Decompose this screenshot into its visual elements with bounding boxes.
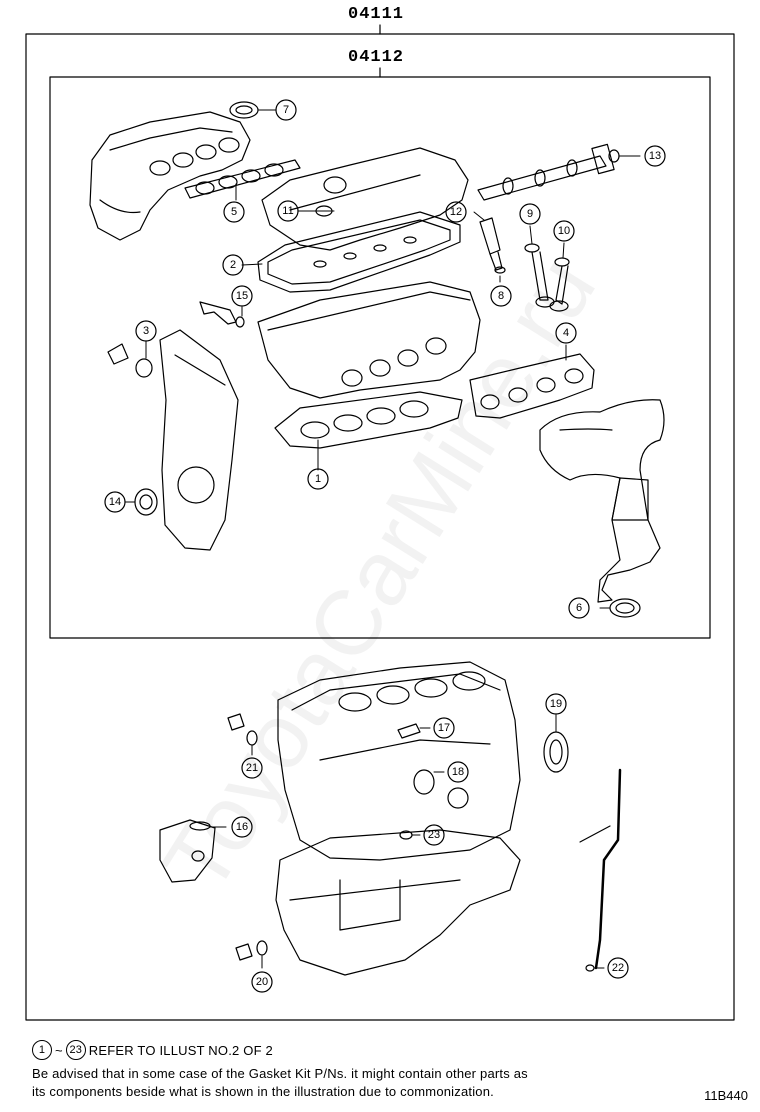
- callout-23: 23: [423, 824, 445, 846]
- range-end-callout: 23: [65, 1040, 86, 1060]
- exhaust-pipe-gasket: [609, 598, 641, 618]
- callout-12-label: 12: [450, 206, 462, 218]
- callout-15: 15: [231, 285, 253, 307]
- callout-7: 7: [275, 99, 297, 121]
- intake-manifold-gasket: [184, 159, 301, 199]
- cylinder-block: [277, 661, 521, 861]
- refer-text: REFER TO ILLUST NO.2 OF 2: [88, 1042, 273, 1058]
- head-cover-gasket: [257, 211, 461, 293]
- exhaust-manifold-gasket: [469, 353, 595, 419]
- cylinder-head: [257, 281, 481, 399]
- callout-11-label: 11: [282, 205, 293, 217]
- callout-23-label: 23: [428, 829, 440, 841]
- callout-2-label: 2: [230, 259, 236, 271]
- rear-crankshaft-seal: [543, 731, 569, 773]
- callout-18: 18: [447, 761, 469, 783]
- injector: [479, 217, 506, 274]
- callout-20-label: 20: [256, 976, 268, 988]
- callout-14: 14: [104, 491, 126, 513]
- callout-5-label: 5: [231, 206, 237, 218]
- timing-chain-cover: [159, 329, 239, 551]
- camshaft: [477, 143, 615, 201]
- advisory-line-1: Be advised that in some case of the Gask…: [32, 1066, 528, 1081]
- range-tilde: ~: [55, 1042, 63, 1058]
- drain-plug: [227, 713, 258, 746]
- callout-3: 3: [135, 320, 157, 342]
- callout-22-label: 22: [612, 962, 624, 974]
- oil-pan: [275, 829, 521, 976]
- front-crankshaft-seal: [134, 488, 158, 516]
- callout-18-label: 18: [452, 766, 464, 778]
- callout-17: 17: [433, 717, 455, 739]
- exhaust-valve: [549, 257, 570, 312]
- cylinder-head-cover: [261, 147, 469, 251]
- drain-plug-gasket: [235, 940, 268, 961]
- leader-lines: [124, 109, 641, 969]
- callout-19: 19: [545, 693, 567, 715]
- callout-10-label: 10: [558, 225, 570, 237]
- callout-13: 13: [644, 145, 666, 167]
- oil-pump: [159, 819, 216, 883]
- water-inlet: [107, 343, 153, 378]
- callout-4: 4: [555, 322, 577, 344]
- callout-10: 10: [553, 220, 575, 242]
- callout-2: 2: [222, 254, 244, 276]
- callout-9-label: 9: [527, 208, 533, 220]
- gasket-kit-inner-code: 04112: [344, 48, 409, 67]
- advisory-line-2: its components beside what is shown in t…: [32, 1084, 494, 1099]
- refer-note: 1 ~ 23 REFER TO ILLUST NO.2 OF 2: [32, 1040, 273, 1060]
- kit-outer-frame: [25, 33, 735, 1021]
- cylinder-head-gasket: [274, 391, 463, 449]
- callout-13-label: 13: [649, 150, 661, 162]
- intake-valve: [524, 243, 555, 308]
- sensor-bracket: [199, 301, 245, 328]
- callout-15-label: 15: [236, 290, 248, 302]
- callout-8: 8: [490, 285, 512, 307]
- callout-4-label: 4: [563, 327, 569, 339]
- callout-1-label: 1: [315, 473, 321, 485]
- part-callouts: 1 2 3 4 5 6 7 8 9 10 11 12 13 14 15 16 1…: [104, 99, 666, 993]
- range-start-callout: 1: [32, 1040, 52, 1060]
- callout-14-label: 14: [109, 496, 121, 508]
- callout-8-label: 8: [498, 290, 504, 302]
- throttle-gasket: [229, 101, 259, 119]
- callout-21-label: 21: [246, 762, 258, 774]
- callout-9: 9: [519, 203, 541, 225]
- callout-5: 5: [223, 201, 245, 223]
- callout-21: 21: [241, 757, 263, 779]
- callout-1: 1: [307, 468, 329, 490]
- callout-7-label: 7: [283, 104, 289, 116]
- callout-16: 16: [231, 816, 253, 838]
- intake-manifold: [89, 111, 251, 241]
- callout-3-label: 3: [143, 325, 149, 337]
- callout-6-label: 6: [576, 602, 582, 614]
- callout-12: 12: [445, 201, 467, 223]
- illustration-code: 11B440: [704, 1088, 748, 1103]
- oil-level-gauge-guide: [579, 768, 622, 972]
- callout-11: 11: [277, 200, 299, 222]
- callout-6: 6: [568, 597, 590, 619]
- callout-22: 22: [607, 957, 629, 979]
- exhaust-manifold: [539, 399, 665, 603]
- callout-17-label: 17: [438, 722, 450, 734]
- callout-16-label: 16: [236, 821, 248, 833]
- block-gasket-small: [397, 723, 421, 739]
- callout-20: 20: [251, 971, 273, 993]
- callout-19-label: 19: [550, 698, 562, 710]
- oil-filter-seal: [413, 769, 469, 809]
- gasket-kit-outer-code: 04111: [344, 5, 409, 24]
